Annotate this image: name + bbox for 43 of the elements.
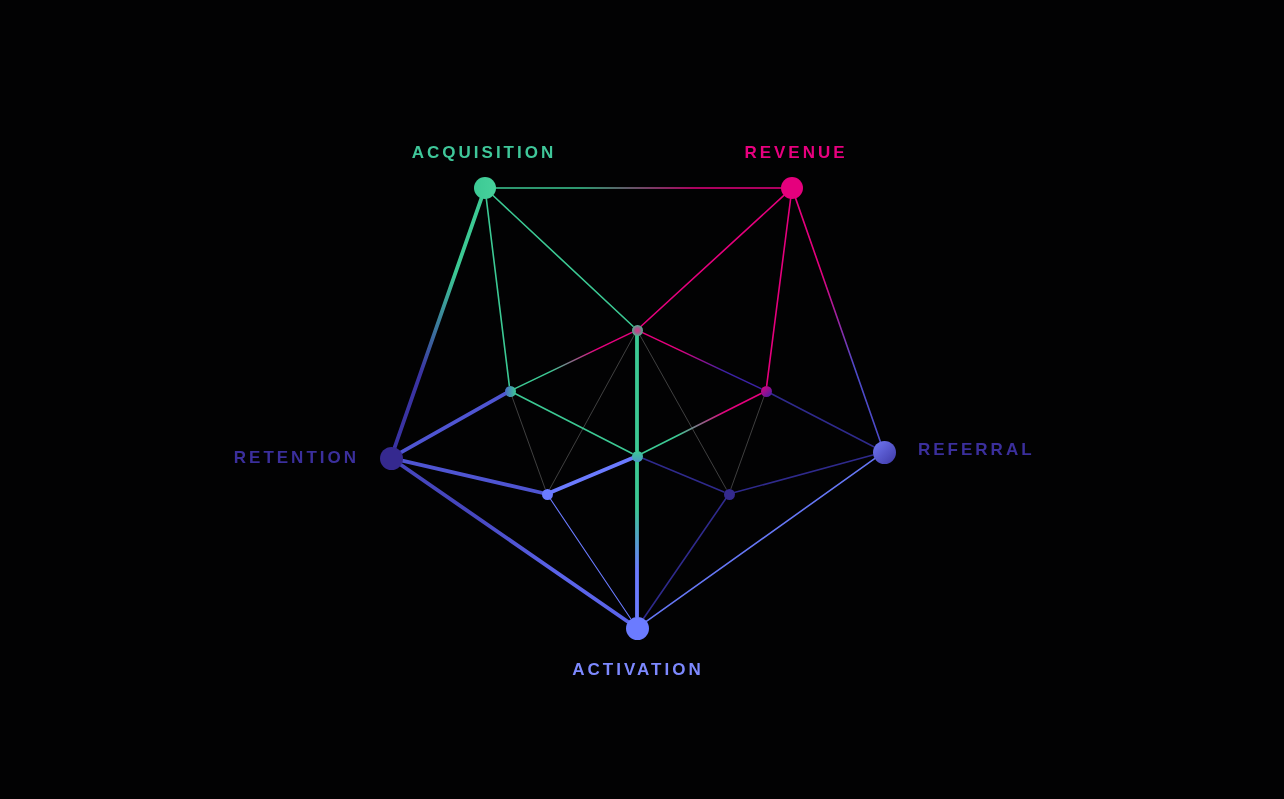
connector-line: [550, 456, 634, 494]
connector-line: [730, 395, 765, 490]
connector-line: [400, 458, 544, 495]
connector-line: [495, 187, 782, 189]
connector-line: [485, 198, 511, 387]
stage-node: [474, 177, 496, 199]
stage-label: RETENTION: [233, 448, 359, 468]
connector-line: [733, 454, 874, 494]
connector-line: [639, 334, 727, 490]
stage-node: [872, 440, 896, 464]
junction-node: [541, 488, 553, 500]
connector-line: [635, 459, 639, 619]
stage-label: ACQUISITION: [411, 143, 557, 163]
stage-label: REFERRAL: [918, 440, 1035, 460]
junction-node: [631, 450, 643, 462]
connector-line: [642, 497, 727, 620]
connector-line: [514, 331, 633, 390]
connector-line: [398, 462, 630, 624]
junction-node: [723, 488, 735, 500]
connector-line: [399, 391, 508, 455]
junction-node: [631, 324, 643, 336]
stage-label: ACTIVATION: [572, 660, 704, 680]
connector-line: [549, 498, 632, 619]
connector-line: [641, 457, 725, 493]
connector-line: [392, 196, 484, 450]
connector-line: [511, 395, 546, 490]
connector-line: [770, 392, 875, 448]
stage-label: REVENUE: [744, 143, 848, 163]
connector-line: [492, 194, 634, 328]
connector-line: [549, 334, 635, 490]
connector-line: [794, 197, 881, 442]
stage-node: [625, 616, 649, 640]
connector-line: [645, 457, 876, 623]
connector-line: [641, 392, 762, 455]
connector-line: [641, 331, 762, 390]
connector-line: [635, 333, 639, 453]
junction-node: [760, 385, 772, 397]
stage-node: [781, 177, 803, 199]
stage-node: [379, 446, 403, 470]
connector-line: [514, 392, 633, 455]
connector-line: [765, 198, 792, 387]
connector-line: [640, 194, 785, 328]
junction-node: [504, 385, 516, 397]
